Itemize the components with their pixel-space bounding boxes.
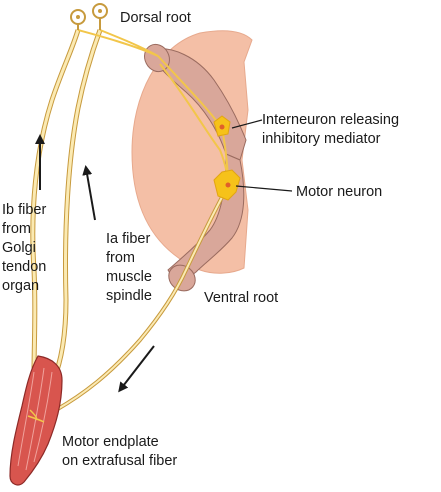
motor-neuron-leader <box>235 185 293 192</box>
ia-fiber-label-line3: muscle <box>106 269 152 285</box>
motor-neuron <box>213 169 241 201</box>
ia-fiber-label-line1: Ia fiber <box>106 231 150 247</box>
ib-fiber-label-line3: Golgi <box>2 240 36 256</box>
ib-fiber-label-line4: tendon <box>2 259 46 275</box>
dorsal-root-fibers <box>77 29 159 57</box>
ventral-root-label: Ventral root <box>204 290 278 306</box>
ib-fiber-label-line2: from <box>2 221 31 237</box>
interneuron-leader <box>231 119 263 129</box>
interneuron <box>213 115 231 137</box>
direction-arrow-icon <box>82 165 96 221</box>
extrafusal-muscle <box>9 355 63 486</box>
ia-fiber-label-line2: from <box>106 250 135 266</box>
direction-arrow-icon <box>118 345 155 393</box>
interneuron-label-line1: Interneuron releasing <box>262 112 399 128</box>
ia-fiber <box>33 29 103 414</box>
dorsal-root-ganglion-cell-icon <box>92 3 108 30</box>
endplate-label-line2: on extrafusal fiber <box>62 453 177 469</box>
motor-neuron-label: Motor neuron <box>296 184 382 200</box>
ia-fiber-label-line4: spindle <box>106 288 152 304</box>
endplate-label-line1: Motor endplate <box>62 434 159 450</box>
dorsal-root-label: Dorsal root <box>120 10 191 26</box>
dorsal-root-ganglion-cell-icon <box>70 9 86 30</box>
ib-fiber <box>27 29 81 413</box>
ib-fiber-label-line5: organ <box>2 278 39 294</box>
ib-fiber-label-line1: Ib fiber <box>2 202 46 218</box>
interneuron-label-line2: inhibitory mediator <box>262 131 381 147</box>
